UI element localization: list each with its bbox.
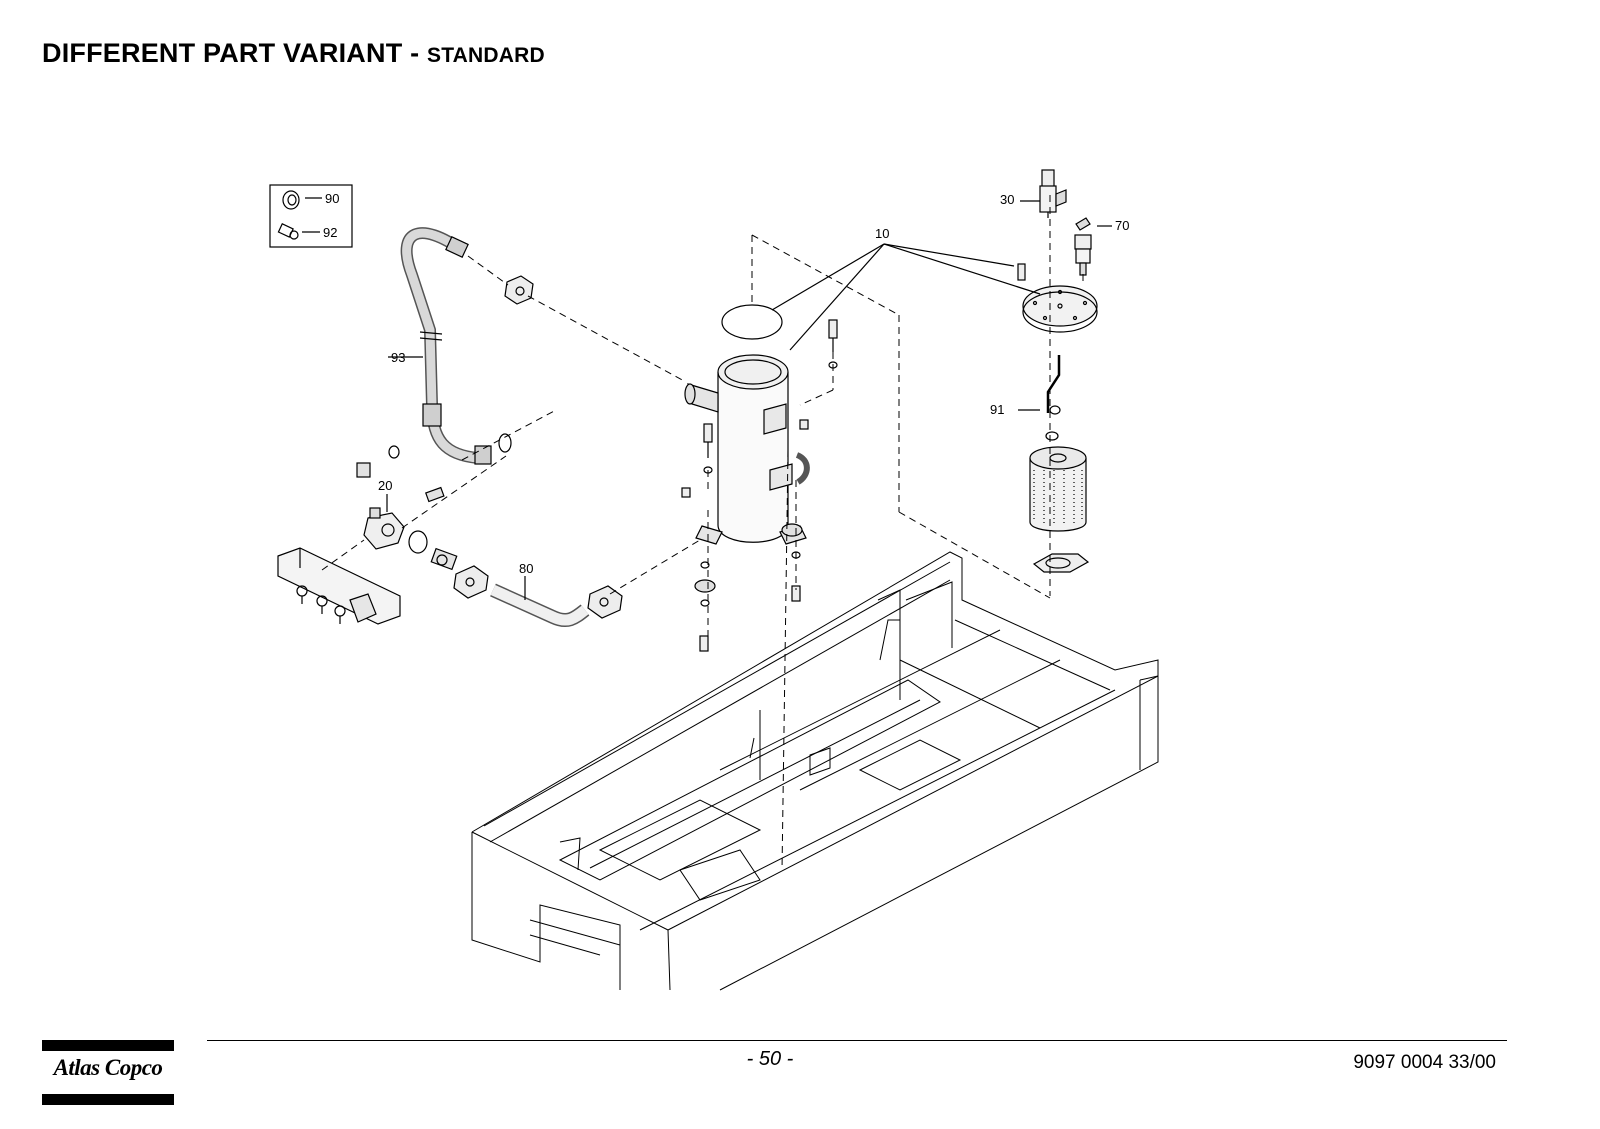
fitting-part-icon <box>277 223 299 240</box>
dip-tube-91 <box>1045 355 1061 441</box>
pipe-80 <box>490 583 590 627</box>
callout-10: 10 <box>875 226 889 241</box>
leader-lines-10 <box>771 243 1041 351</box>
page-title: DIFFERENT PART VARIANT - STANDARD <box>42 38 545 69</box>
title-separator: - <box>402 38 427 68</box>
sensor-70 <box>1074 217 1092 276</box>
hose-93 <box>400 227 492 465</box>
logo-wordmark: Atlas Copco <box>53 1055 163 1080</box>
atlas-copco-logo: Atlas Copco <box>42 1040 174 1105</box>
callout-70: 70 <box>1115 218 1129 233</box>
callout-92: 92 <box>323 225 337 240</box>
seal-parts <box>356 433 512 503</box>
clamp-right <box>587 585 623 619</box>
callout-20: 20 <box>378 478 392 493</box>
logo-bar-bottom <box>42 1094 174 1105</box>
page-number: - 50 - <box>746 1048 794 1070</box>
logo-bar-top <box>42 1040 174 1051</box>
cover-plate <box>1017 263 1098 333</box>
callout-91: 91 <box>990 402 1004 417</box>
valve-30 <box>1039 169 1067 218</box>
assembly-lines <box>321 195 1084 871</box>
manifold <box>277 547 401 625</box>
filter-gasket <box>1032 553 1090 573</box>
callout-93: 93 <box>391 350 405 365</box>
filter-element <box>1029 446 1087 532</box>
footer-divider <box>207 1040 1507 1041</box>
callout-90: 90 <box>325 191 339 206</box>
callout-80: 80 <box>519 561 533 576</box>
valve-20 <box>363 507 405 550</box>
clamp-top <box>504 275 534 305</box>
separator-vessel-10 <box>684 304 810 593</box>
inset-box <box>269 184 353 248</box>
title-variant: STANDARD <box>427 44 545 67</box>
ring-part-icon <box>282 190 300 210</box>
chassis-frame <box>471 551 1159 991</box>
callout-labels: 90 92 93 20 80 10 30 70 91 <box>323 191 1129 576</box>
document-number: 9097 0004 33/00 <box>1353 1052 1496 1073</box>
bolts-vessel <box>681 319 838 652</box>
callout-30: 30 <box>1000 192 1014 207</box>
clamp-left <box>453 565 489 599</box>
connector-part <box>430 547 458 571</box>
title-main: DIFFERENT PART VARIANT <box>42 38 403 68</box>
